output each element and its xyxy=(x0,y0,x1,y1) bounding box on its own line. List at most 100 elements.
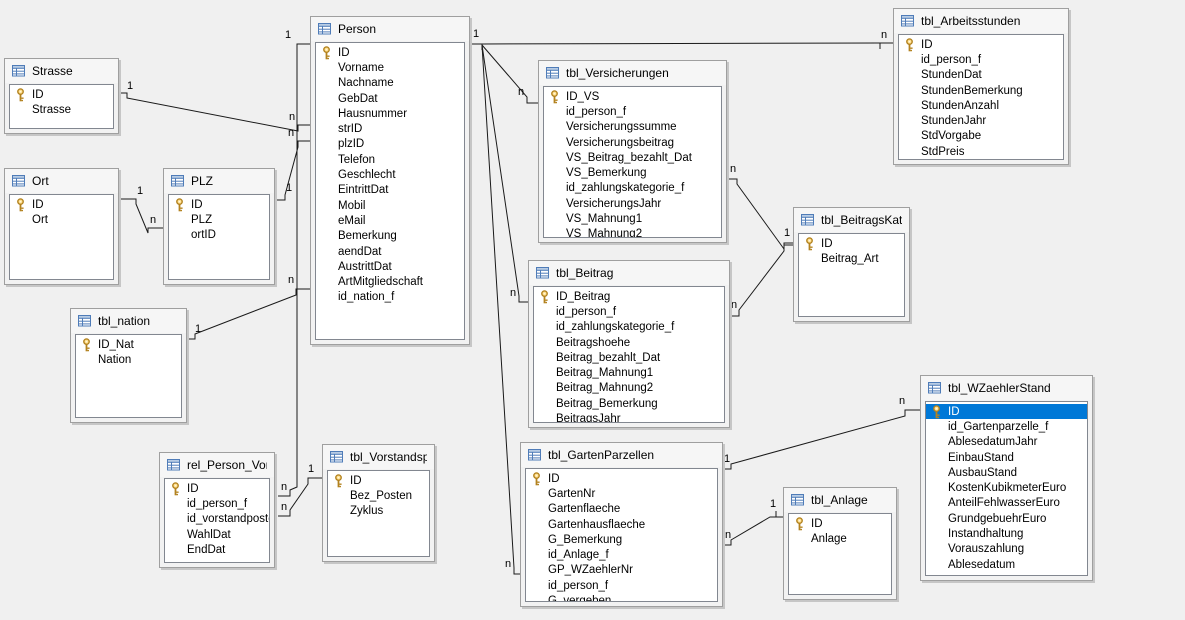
table-titlebar[interactable]: tbl_Arbeitsstunden xyxy=(894,9,1068,33)
table-titlebar[interactable]: PLZ xyxy=(164,169,274,193)
field-row-id[interactable]: ID xyxy=(169,197,269,212)
field-row-vs-mahnung1[interactable]: VS_Mahnung1 xyxy=(544,211,721,226)
table-titlebar[interactable]: Ort xyxy=(5,169,118,193)
field-row-ort[interactable]: Ort xyxy=(10,212,113,227)
field-row-gp-wzaehlernr[interactable]: GP_WZaehlerNr xyxy=(526,563,717,578)
field-row-vorname[interactable]: Vorname xyxy=(316,60,464,75)
field-row-stundenanzahl[interactable]: StundenAnzahl xyxy=(899,98,1063,113)
field-row-gartennr[interactable]: GartenNr xyxy=(526,486,717,501)
field-row-plz[interactable]: PLZ xyxy=(169,212,269,227)
field-row-id-person-f[interactable]: id_person_f xyxy=(544,104,721,119)
field-row-enddat[interactable]: EndDat xyxy=(165,542,269,557)
relationship-line-versicherungen-beitragskategorie[interactable] xyxy=(727,178,793,251)
field-row-plzid[interactable]: plzID xyxy=(316,137,464,152)
field-row-id-gartenparzelle-f[interactable]: id_Gartenparzelle_f xyxy=(926,419,1087,434)
relationship-line-person-rel-person-vorstand[interactable] xyxy=(278,43,310,497)
field-row-id-anlage-f[interactable]: id_Anlage_f xyxy=(526,547,717,562)
field-row-id-person-f[interactable]: id_person_f xyxy=(899,52,1063,67)
field-row-stdvorgabe[interactable]: StdVorgabe xyxy=(899,129,1063,144)
relationship-line-nation-person[interactable] xyxy=(187,288,310,340)
field-row-stundendat[interactable]: StundenDat xyxy=(899,68,1063,83)
relationship-line-strasse-person[interactable] xyxy=(119,92,310,132)
field-row-instandhaltung[interactable]: Instandhaltung xyxy=(926,526,1087,541)
relationship-line-person-versicherungen[interactable] xyxy=(481,44,538,104)
table-titlebar[interactable]: tbl_Anlage xyxy=(784,488,896,512)
field-row-id-nat[interactable]: ID_Nat xyxy=(76,337,181,352)
table-titlebar[interactable]: tbl_GartenParzellen xyxy=(521,443,722,467)
field-row-id[interactable]: ID xyxy=(316,45,464,60)
field-row-anteilfehlwassereuro[interactable]: AnteilFehlwasserEuro xyxy=(926,496,1087,511)
field-row-strasse[interactable]: Strasse xyxy=(10,102,113,117)
field-row-id-zahlungskategorie-f[interactable]: id_zahlungskategorie_f xyxy=(534,320,724,335)
field-row-id-nation-f[interactable]: id_nation_f xyxy=(316,290,464,305)
field-row-id-person-f[interactable]: id_person_f xyxy=(165,496,269,511)
table-titlebar[interactable]: tbl_Beitrag xyxy=(529,261,729,285)
field-row-gartenflaeche[interactable]: Gartenflaeche xyxy=(526,502,717,517)
field-row-id[interactable]: ID xyxy=(328,473,429,488)
field-row-eintrittdat[interactable]: EintrittDat xyxy=(316,183,464,198)
field-row-grundgebuehreuro[interactable]: GrundgebuehrEuro xyxy=(926,511,1087,526)
table-titlebar[interactable]: rel_Person_Vorstand xyxy=(160,453,274,477)
relationship-line-rel-person-vorstand-vorstandsposten[interactable] xyxy=(278,477,322,517)
field-row-id[interactable]: ID xyxy=(526,471,717,486)
field-row-id[interactable]: ID xyxy=(10,87,113,102)
field-row-id[interactable]: ID xyxy=(165,481,269,496)
field-row-id-beitrag[interactable]: ID_Beitrag xyxy=(534,289,724,304)
table-titlebar[interactable]: tbl_nation xyxy=(71,309,186,333)
field-row-id[interactable]: ID xyxy=(799,236,904,251)
field-row-beitrag-bemerkung[interactable]: Beitrag_Bemerkung xyxy=(534,396,724,411)
field-row-beitrag-mahnung1[interactable]: Beitrag_Mahnung1 xyxy=(534,365,724,380)
field-row-bez-posten[interactable]: Bez_Posten xyxy=(328,488,429,503)
table-titlebar[interactable]: Person xyxy=(311,17,469,41)
field-row-ausbaustand[interactable]: AusbauStand xyxy=(926,465,1087,480)
field-row-geschlecht[interactable]: Geschlecht xyxy=(316,167,464,182)
field-row-vs-beitrag-bezahlt-dat[interactable]: VS_Beitrag_bezahlt_Dat xyxy=(544,150,721,165)
field-row-beitragsjahr[interactable]: BeitragsJahr xyxy=(534,411,724,422)
field-row-beitrag-bezahlt-dat[interactable]: Beitrag_bezahlt_Dat xyxy=(534,350,724,365)
table-titlebar[interactable]: tbl_WZaehlerStand xyxy=(921,376,1092,400)
field-row-id[interactable]: ID xyxy=(899,37,1063,52)
field-row-strid[interactable]: strID xyxy=(316,121,464,136)
field-row-nachname[interactable]: Nachname xyxy=(316,76,464,91)
field-row-anlage[interactable]: Anlage xyxy=(789,531,891,546)
field-row-gartenhausflaeche[interactable]: Gartenhausflaeche xyxy=(526,517,717,532)
field-row-vs-mahnung2[interactable]: VS_Mahnung2 xyxy=(544,227,721,237)
table-titlebar[interactable]: tbl_BeitragsKategorie xyxy=(794,208,909,232)
field-row-vorauszahlung[interactable]: Vorauszahlung xyxy=(926,542,1087,557)
field-row-hausnummer[interactable]: Hausnummer xyxy=(316,106,464,121)
field-row-austrittdat[interactable]: AustrittDat xyxy=(316,259,464,274)
field-row-einbaustand[interactable]: EinbauStand xyxy=(926,450,1087,465)
field-row-versicherungsjahr[interactable]: VersicherungsJahr xyxy=(544,196,721,211)
field-row-id[interactable]: ID xyxy=(789,516,891,531)
field-row-id-zahlungskategorie-f[interactable]: id_zahlungskategorie_f xyxy=(544,181,721,196)
field-row-vs-bemerkung[interactable]: VS_Bemerkung xyxy=(544,165,721,180)
table-titlebar[interactable]: tbl_Versicherungen xyxy=(539,61,726,85)
relationship-line-gartenparzellen-wzaehlerstand[interactable] xyxy=(723,409,920,470)
field-row-zyklus[interactable]: Zyklus xyxy=(328,504,429,519)
field-row-beitrag-mahnung2[interactable]: Beitrag_Mahnung2 xyxy=(534,381,724,396)
field-row-ortid[interactable]: ortID xyxy=(169,228,269,243)
field-row-versicherungssumme[interactable]: Versicherungssumme xyxy=(544,120,721,135)
field-row-id-person-f[interactable]: id_person_f xyxy=(534,304,724,319)
field-row-id[interactable]: ID xyxy=(10,197,113,212)
relationship-line-beitrag-beitragskategorie[interactable] xyxy=(730,244,793,317)
field-row-aenddat[interactable]: aendDat xyxy=(316,244,464,259)
field-row-telefon[interactable]: Telefon xyxy=(316,152,464,167)
relationship-line-person-arbeitsstunden[interactable] xyxy=(470,42,893,45)
field-row-kostenkubikmetereuro[interactable]: KostenKubikmeterEuro xyxy=(926,480,1087,495)
field-row-stdpreis[interactable]: StdPreis xyxy=(899,144,1063,159)
field-row-id-vs[interactable]: ID_VS xyxy=(544,89,721,104)
relationship-line-person-gartenparzellen[interactable] xyxy=(481,44,520,575)
relationship-line-person-beitrag[interactable] xyxy=(481,44,528,303)
relationship-line-plz-person[interactable] xyxy=(275,140,310,201)
